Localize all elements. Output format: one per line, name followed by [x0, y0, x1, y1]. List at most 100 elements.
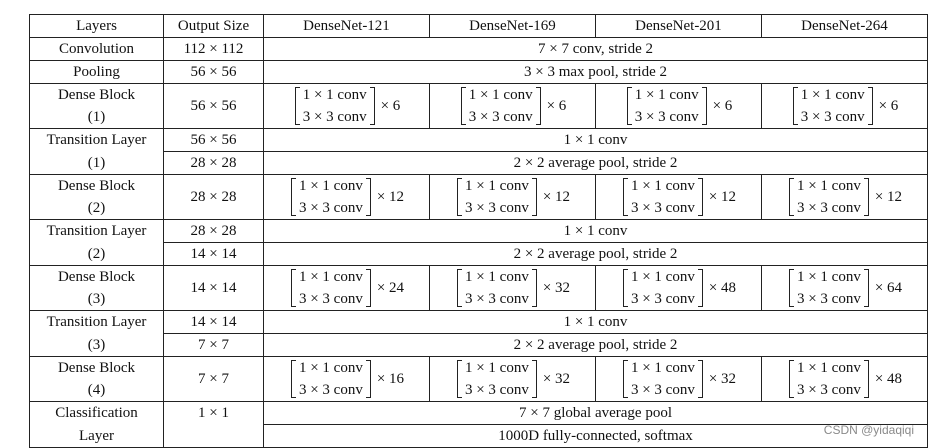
layer-name-line1: Dense Block: [57, 178, 136, 194]
repeat-count: × 12: [874, 189, 903, 205]
repeat-count: × 32: [542, 280, 571, 296]
header-output-size: Output Size: [163, 14, 264, 38]
row-transition-3b: (3) 7 × 7 2 × 2 average pool, stride 2: [29, 333, 928, 357]
block-line-3x3: 3 × 3 conv: [634, 109, 699, 125]
row-convolution: Convolution 112 × 112 7 × 7 conv, stride…: [29, 37, 928, 61]
output-size: 28 × 28: [163, 151, 264, 175]
block-line-3x3: 3 × 3 conv: [464, 291, 529, 307]
header-row: Layers Output Size DenseNet-121 DenseNet…: [29, 14, 928, 38]
output-size: 56 × 56: [163, 60, 264, 84]
layer-number: (2): [29, 242, 164, 266]
output-size: 14 × 14: [163, 265, 264, 311]
block-line-3x3: 3 × 3 conv: [630, 200, 695, 216]
layer-name-line2: (1): [87, 109, 106, 125]
output-size: 7 × 7: [163, 356, 264, 402]
repeat-count: × 6: [712, 98, 733, 114]
output-size: 14 × 14: [163, 310, 264, 334]
output-size: 56 × 56: [163, 128, 264, 152]
block-line-3x3: 3 × 3 conv: [298, 291, 363, 307]
repeat-count: × 32: [542, 371, 571, 387]
output-size: 1 × 1: [163, 401, 264, 448]
block-bracket: 1 × 1 conv 3 × 3 conv: [788, 266, 869, 310]
repeat-count: × 12: [542, 189, 571, 205]
block-bracket: 1 × 1 conv 3 × 3 conv: [456, 175, 537, 219]
block-cell-densenet-169: 1 × 1 conv 3 × 3 conv × 6: [429, 83, 596, 129]
block-line-3x3: 3 × 3 conv: [464, 382, 529, 398]
repeat-count: × 6: [546, 98, 567, 114]
row-dense-block-2: Dense Block (2) 28 × 28 1 × 1 conv 3 × 3 …: [29, 174, 928, 220]
block-line-1x1: 1 × 1 conv: [796, 269, 861, 285]
block-cell-densenet-169: 1 × 1 conv 3 × 3 conv × 32: [429, 265, 596, 311]
row-transition-3a: Transition Layer 14 × 14 1 × 1 conv: [29, 310, 928, 334]
block-cell-densenet-201: 1 × 1 conv 3 × 3 conv × 48: [595, 265, 762, 311]
block-line-3x3: 3 × 3 conv: [796, 291, 861, 307]
block-cell-densenet-121: 1 × 1 conv 3 × 3 conv × 16: [263, 356, 430, 402]
block-line-3x3: 3 × 3 conv: [302, 109, 367, 125]
block-line-3x3: 3 × 3 conv: [800, 109, 865, 125]
block-cell-densenet-169: 1 × 1 conv 3 × 3 conv × 12: [429, 174, 596, 220]
layer-name: Transition Layer: [29, 128, 164, 152]
layer-name-line2: (3): [87, 291, 106, 307]
block-line-1x1: 1 × 1 conv: [298, 360, 363, 376]
output-size: 28 × 28: [163, 174, 264, 220]
layer-name: Dense Block (2): [29, 174, 164, 220]
layer-name-line2: (4): [87, 382, 106, 398]
repeat-count: × 48: [874, 371, 903, 387]
watermark: CSDN @yidaqiqi: [823, 423, 914, 437]
block-line-3x3: 3 × 3 conv: [298, 200, 363, 216]
repeat-count: × 6: [878, 98, 899, 114]
block-bracket: 1 × 1 conv 3 × 3 conv: [290, 175, 371, 219]
layer-name-line1: Dense Block: [57, 360, 136, 376]
block-line-3x3: 3 × 3 conv: [630, 382, 695, 398]
block-line-1x1: 1 × 1 conv: [464, 269, 529, 285]
repeat-count: × 16: [376, 371, 405, 387]
block-bracket: 1 × 1 conv 3 × 3 conv: [622, 266, 703, 310]
block-line-1x1: 1 × 1 conv: [464, 360, 529, 376]
block-line-3x3: 3 × 3 conv: [464, 200, 529, 216]
row-transition-1b: (1) 28 × 28 2 × 2 average pool, stride 2: [29, 151, 928, 175]
block-line-3x3: 3 × 3 conv: [630, 291, 695, 307]
output-size: 112 × 112: [163, 37, 264, 61]
block-line-1x1: 1 × 1 conv: [468, 87, 533, 103]
output-size: 7 × 7: [163, 333, 264, 357]
block-bracket: 1 × 1 conv 3 × 3 conv: [290, 357, 371, 401]
layer-description: 2 × 2 average pool, stride 2: [263, 242, 928, 266]
block-line-1x1: 1 × 1 conv: [630, 269, 695, 285]
layer-description: 2 × 2 average pool, stride 2: [263, 333, 928, 357]
row-pooling: Pooling 56 × 56 3 × 3 max pool, stride 2: [29, 60, 928, 84]
block-bracket: 1 × 1 conv 3 × 3 conv: [456, 266, 537, 310]
repeat-count: × 48: [708, 280, 737, 296]
repeat-count: × 32: [708, 371, 737, 387]
output-size: 28 × 28: [163, 219, 264, 243]
output-size: 56 × 56: [163, 83, 264, 129]
row-transition-1a: Transition Layer 56 × 56 1 × 1 conv: [29, 128, 928, 152]
layer-name-line2: Layer: [29, 424, 164, 448]
row-transition-2b: (2) 14 × 14 2 × 2 average pool, stride 2: [29, 242, 928, 266]
row-transition-2a: Transition Layer 28 × 28 1 × 1 conv: [29, 219, 928, 243]
layer-name-line1: Dense Block: [57, 87, 136, 103]
layer-name: Pooling: [29, 60, 164, 84]
block-line-1x1: 1 × 1 conv: [464, 178, 529, 194]
block-line-1x1: 1 × 1 conv: [796, 178, 861, 194]
block-line-3x3: 3 × 3 conv: [468, 109, 533, 125]
layer-name: Classification: [29, 401, 164, 425]
block-line-3x3: 3 × 3 conv: [298, 382, 363, 398]
block-bracket: 1 × 1 conv 3 × 3 conv: [456, 357, 537, 401]
layer-name: Transition Layer: [29, 310, 164, 334]
block-line-1x1: 1 × 1 conv: [298, 178, 363, 194]
